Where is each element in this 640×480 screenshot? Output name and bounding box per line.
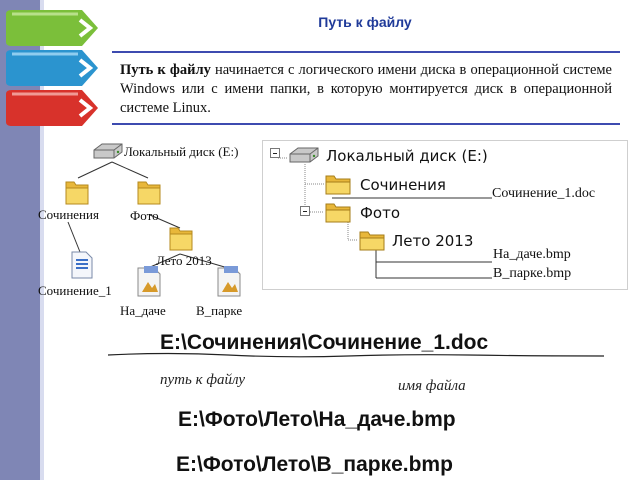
sidebar-stripe [40, 0, 44, 480]
blue-tab [6, 50, 98, 86]
folder-icon [169, 227, 193, 251]
path-park: E:\Фото\Лето\В_парке.bmp [176, 453, 453, 476]
explorer-file-park: В_парке.bmp [493, 266, 572, 281]
folder-icon [325, 175, 351, 195]
definition-box: Путь к файлу начинается с логического им… [112, 51, 620, 125]
tree-file-composition: Сочинение_1 [38, 283, 112, 298]
path-underline [108, 352, 605, 358]
caption-filename: имя файла [398, 378, 466, 394]
explorer-folder-photo[interactable]: Фото [360, 204, 401, 222]
path-dacha: E:\Фото\Лето\На_даче.bmp [178, 408, 456, 431]
explorer-connectors [278, 157, 492, 279]
explorer-folder-compositions[interactable]: Сочинения [360, 176, 446, 194]
tree-file-park: В_парке [196, 303, 243, 318]
folder-icon [65, 181, 89, 205]
page-title: Путь к файлу [318, 14, 412, 30]
explorer-disk-label[interactable]: Локальный диск (E:) [326, 147, 488, 165]
explorer-tree-panel [262, 140, 628, 290]
green-tab [6, 10, 98, 46]
red-tab [6, 90, 98, 126]
explorer-file-composition: Сочинение_1.doc [492, 186, 596, 201]
tree-file-dacha: На_даче [120, 303, 166, 318]
explorer-file-dacha: На_даче.bmp [493, 247, 571, 262]
folder-icon [137, 181, 161, 205]
image-file-icon [137, 266, 161, 297]
tree-folder-summer: Лето 2013 [156, 253, 212, 268]
drive-icon [289, 147, 319, 163]
tree-disk-label: Локальный диск (E:) [124, 144, 239, 159]
path-composition: E:\Сочинения\Сочинение_1.doc [160, 331, 489, 354]
document-icon [71, 251, 93, 279]
caption-path: путь к файлу [160, 372, 245, 388]
folder-icon [325, 203, 351, 223]
explorer-folder-summer[interactable]: Лето 2013 [392, 232, 474, 250]
definition-text: начинается с логического имени диска в о… [120, 62, 612, 116]
tree-connectors [67, 161, 229, 269]
image-file-icon [217, 266, 241, 297]
definition-term: Путь к файлу [120, 62, 211, 78]
folder-icon [359, 231, 385, 251]
tree-folder-compositions: Сочинения [38, 207, 99, 222]
drive-icon [93, 143, 123, 159]
collapse-toggle-disk[interactable] [270, 148, 280, 158]
collapse-toggle-photo[interactable] [300, 206, 310, 216]
tree-folder-photo: Фото [130, 208, 159, 223]
